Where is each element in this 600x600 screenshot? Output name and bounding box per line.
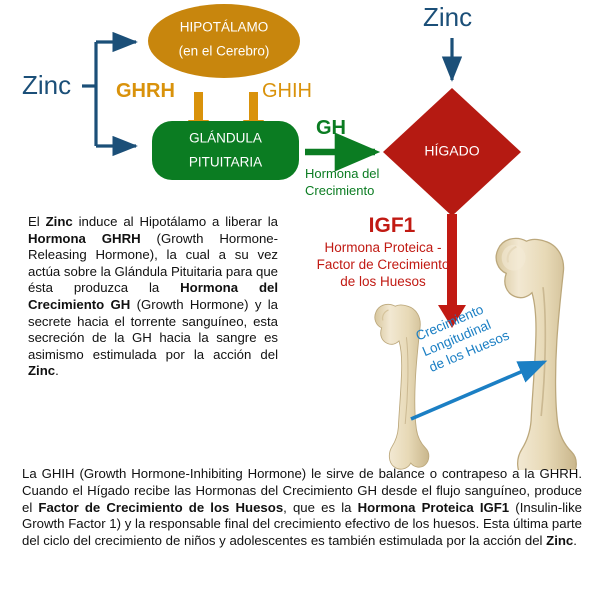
paragraph-one: El Zinc induce al Hipotálamo a liberar l…: [28, 214, 279, 379]
hypothalamus-label-line1: HIPOTÁLAMO: [180, 20, 269, 35]
longitudinal-growth-arrow: [410, 360, 548, 421]
hypothalamus-shape: [148, 4, 300, 78]
liver-node[interactable]: HÍGADO: [383, 88, 521, 216]
femur-small-shape: [374, 303, 430, 470]
gh-sub-line1: Hormona del: [305, 166, 380, 181]
femur-bone-small: [374, 303, 430, 470]
igf1-arrow: [438, 214, 466, 328]
ghih-arrow-shaft: [249, 92, 258, 122]
igf1-sub-line1: Hormona Proteica -: [324, 240, 441, 255]
liver-label: HÍGADO: [424, 143, 479, 159]
igf1-sub-line3: de los Huesos: [340, 274, 426, 289]
femur-small-shadow: [404, 337, 409, 425]
paragraph-two: La GHIH (Growth Hormone-Inhibiting Hormo…: [22, 466, 582, 549]
growth-cycle-diagram: Zinc HIPOTÁLAMO (en el Cerebro) GHRH GHI…: [22, 2, 577, 470]
femur-large-shape: [495, 237, 577, 470]
liver-shape: [383, 88, 521, 216]
hypothalamus-node[interactable]: HIPOTÁLAMO (en el Cerebro): [148, 4, 300, 78]
zinc-left-label: Zinc: [22, 70, 71, 100]
pituitary-node[interactable]: GLÁNDULA PITUITARIA: [152, 121, 299, 180]
femur-small-highlight: [381, 309, 389, 321]
gh-sub-line2: Crecimiento: [305, 183, 374, 198]
pituitary-label-line2: PITUITARIA: [189, 155, 262, 170]
pituitary-shape: [152, 121, 299, 180]
igf1-sub-line2: Factor de Crecimiento: [317, 257, 450, 272]
zinc-left-branch: [82, 31, 138, 157]
femur-bone-large: [495, 237, 577, 470]
igf1-arrow-head: [438, 305, 466, 328]
zinc-top-label: Zinc: [423, 2, 472, 32]
igf1-label: IGF1: [369, 214, 416, 237]
hypothalamus-label-line2: (en el Cerebro): [179, 44, 270, 59]
gh-label: GH: [316, 117, 346, 139]
femur-large-head-highlight: [501, 244, 526, 271]
pituitary-label-line1: GLÁNDULA: [189, 131, 262, 146]
ghrh-label: GHRH: [116, 80, 175, 102]
igf1-arrow-shaft: [447, 214, 457, 309]
femur-large-shadow: [540, 287, 547, 417]
growth-note-group: Crecimiento Longitudinal de los Huesos: [413, 302, 511, 375]
ghih-label: GHIH: [262, 80, 312, 102]
ghrh-arrow-shaft: [194, 92, 203, 122]
